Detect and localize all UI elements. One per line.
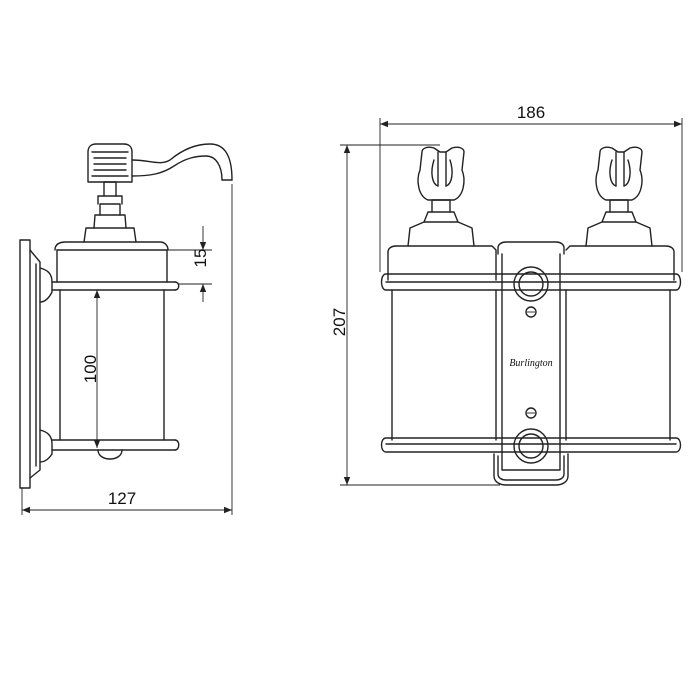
lower-bracket — [39, 429, 180, 463]
upper-bracket — [39, 267, 180, 303]
upper-hub — [513, 266, 549, 302]
front-left-pump — [407, 146, 475, 247]
front-upper-bracket — [380, 273, 682, 291]
dimension-front-width: 186 — [379, 103, 683, 272]
front-back-plate — [493, 241, 569, 486]
front-right-pump — [585, 146, 653, 247]
bottle-height-label: 100 — [81, 355, 100, 383]
upper-screw — [525, 306, 537, 318]
front-view: Burlington 186 — [330, 103, 683, 486]
brand-logo: Burlington — [509, 358, 552, 369]
dimension-side-depth: 127 — [21, 184, 233, 515]
lower-screw — [525, 407, 537, 419]
ring-offset-label: 15 — [191, 249, 210, 268]
side-pump — [83, 143, 233, 243]
dimension-bottle-height: 100 — [81, 290, 101, 448]
front-right-bottle — [565, 245, 675, 441]
front-left-bottle — [387, 245, 497, 441]
dimension-ring-offset: 15 — [168, 226, 212, 302]
side-view: 15 100 127 — [19, 143, 233, 515]
front-height-label: 207 — [330, 308, 349, 336]
front-lower-bracket — [380, 437, 682, 453]
side-depth-label: 127 — [108, 489, 136, 508]
lower-hub — [513, 428, 549, 464]
dimension-front-height: 207 — [330, 144, 500, 486]
wall-plate — [19, 239, 41, 489]
front-width-label: 186 — [517, 103, 545, 122]
side-bottle — [54, 241, 169, 460]
